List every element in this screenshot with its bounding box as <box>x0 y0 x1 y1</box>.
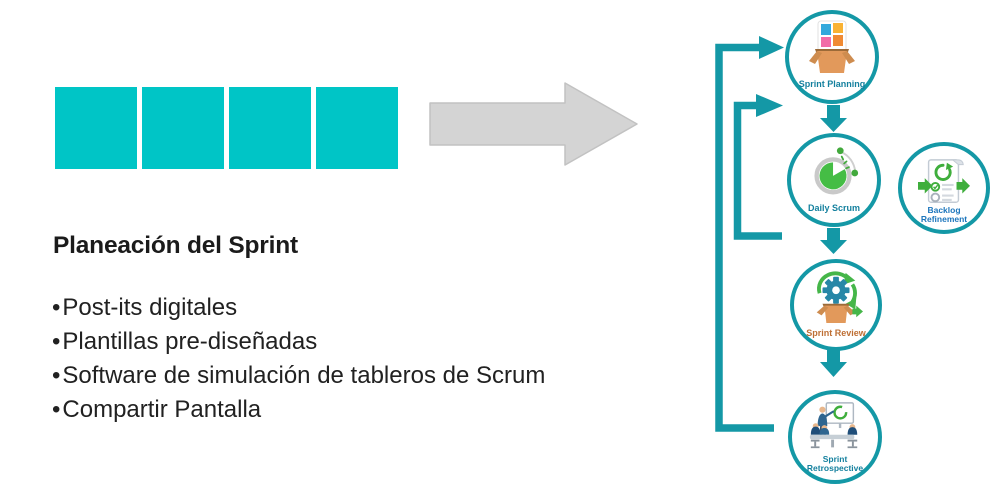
arrow-review-to-retrospective <box>820 349 847 377</box>
node-sprint-retrospective: Sprint Retrospective <box>788 390 882 484</box>
bullet-marker: • <box>52 362 61 389</box>
node-backlog-refinement: Backlog Refinement <box>898 142 990 234</box>
teal-squares-row <box>55 87 398 169</box>
bullet-text: Plantillas pre-diseñadas <box>62 328 318 355</box>
sprint-retrospective-icon <box>809 402 858 449</box>
node-label: Sprint Review <box>806 327 866 338</box>
teal-square <box>229 87 311 169</box>
bullet-marker: • <box>52 328 61 355</box>
teal-square <box>316 87 398 169</box>
bullet-text: Post-its digitales <box>62 294 238 321</box>
arrow-planning-to-daily <box>820 105 847 132</box>
right-arrow-icon <box>429 82 638 166</box>
bullet-text: Compartir Pantalla <box>62 396 262 423</box>
node-label: Backlog Refinement <box>920 204 968 225</box>
node-label: Daily Scrum <box>807 202 861 213</box>
teal-square <box>142 87 224 169</box>
daily-scrum-icon <box>814 147 859 195</box>
backlog-refinement-icon <box>918 159 970 203</box>
node-daily-scrum: Daily Scrum <box>787 133 881 227</box>
outer-loop-arrowhead <box>759 36 784 59</box>
slide-title: Planeación del Sprint <box>53 232 298 259</box>
teal-square <box>55 87 137 169</box>
bullet-marker: • <box>52 294 61 321</box>
inner-loop-arrowhead <box>756 94 783 117</box>
node-label: Sprint Planning <box>798 78 866 89</box>
bullet-item: •Plantillas pre-diseñadas <box>52 325 545 359</box>
node-sprint-planning: Sprint Planning <box>785 10 879 104</box>
bullet-list: •Post-its digitales•Plantillas pre-diseñ… <box>52 291 545 427</box>
bullet-item: •Software de simulación de tableros de S… <box>52 359 545 393</box>
bullet-item: •Compartir Pantalla <box>52 393 545 427</box>
bullet-marker: • <box>52 396 61 423</box>
bullet-item: •Post-its digitales <box>52 291 545 325</box>
node-label: Sprint Retrospective <box>806 453 864 474</box>
outer-loop-line <box>715 43 774 432</box>
sprint-planning-icon <box>809 20 855 73</box>
sprint-review-icon <box>816 271 863 324</box>
inner-loop-line <box>733 101 782 240</box>
arrow-daily-to-review <box>820 228 847 254</box>
bullet-text: Software de simulación de tableros de Sc… <box>62 362 546 389</box>
node-sprint-review: Sprint Review <box>790 259 882 351</box>
